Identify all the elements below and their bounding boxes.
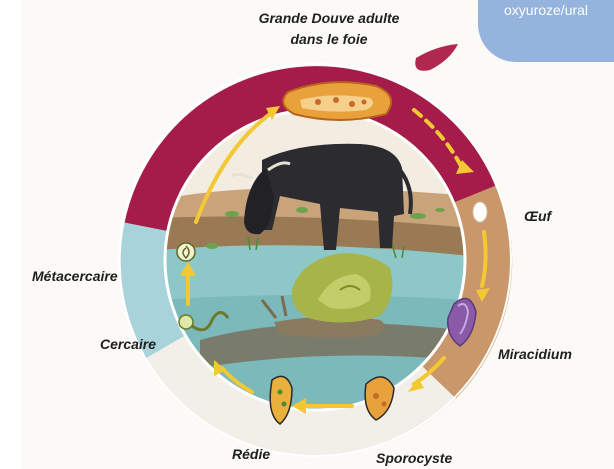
label-cercaria: Cercaire — [100, 336, 156, 352]
label-metacercaria: Métacercaire — [32, 268, 118, 284]
metacercaria-icon — [177, 243, 195, 261]
label-adult-fluke: Grande Douve adulte dans le foie — [214, 8, 444, 50]
egg-icon — [473, 202, 487, 222]
label-miracidium: Miracidium — [498, 346, 572, 362]
adult-fluke-icon — [283, 82, 391, 120]
label-redia: Rédie — [232, 446, 270, 462]
label-egg: Œuf — [524, 208, 551, 224]
label-adult-line1: Grande Douve adulte — [214, 8, 444, 29]
label-sporocyst: Sporocyste — [376, 450, 452, 466]
label-adult-line2: dans le foie — [214, 29, 444, 50]
